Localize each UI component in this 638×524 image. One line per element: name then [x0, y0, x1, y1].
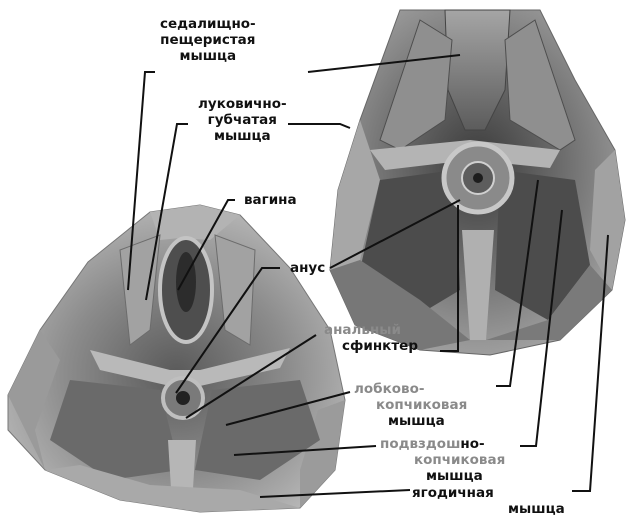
label-pubococcygeus: лобково- копчиковая мышца: [354, 381, 467, 429]
label-iliococcygeus-dark: но-: [460, 436, 484, 452]
label-gluteus-line1: ягодичная: [412, 485, 565, 501]
label-anus: анус: [290, 260, 325, 276]
label-iliococcygeus: подвздошно- копчиковая мышца: [380, 436, 505, 484]
label-bulbospongiosus-line2: губчатая: [198, 112, 287, 128]
label-iliococcygeus-line1: подвздошно-: [380, 436, 505, 452]
male-pelvic-floor-illustration: [330, 10, 625, 355]
label-pubococcygeus-line3: мышца: [354, 413, 467, 429]
label-anal-sphincter: анальный сфинктер: [320, 322, 418, 354]
label-bulbospongiosus-line3: мышца: [198, 128, 287, 144]
label-ischiocavernosus-line3: мышца: [160, 48, 256, 64]
female-pelvic-floor-illustration: [8, 205, 345, 512]
label-anal-sphincter-line1: анальный: [320, 322, 418, 338]
label-ischiocavernosus-line1: седалищно-: [160, 16, 256, 32]
label-iliococcygeus-line3: мышца: [380, 468, 505, 484]
label-ischiocavernosus: седалищно- пещеристая мышца: [160, 16, 256, 64]
label-iliococcygeus-grey: подвздош: [380, 436, 460, 452]
label-gluteus: ягодичная мышца: [412, 485, 565, 517]
label-bulbospongiosus: луковично- губчатая мышца: [198, 96, 287, 144]
label-anal-sphincter-line2: сфинктер: [320, 338, 418, 354]
label-pubococcygeus-line1: лобково-: [354, 381, 467, 397]
label-bulbospongiosus-line1: луковично-: [198, 96, 287, 112]
label-vagina: вагина: [244, 192, 297, 208]
label-gluteus-line2: мышца: [412, 501, 565, 517]
label-pubococcygeus-line2: копчиковая: [354, 397, 467, 413]
label-iliococcygeus-line2: копчиковая: [380, 452, 505, 468]
label-ischiocavernosus-line2: пещеристая: [160, 32, 256, 48]
leader-line-bulbospongiosus-right: [288, 124, 350, 128]
